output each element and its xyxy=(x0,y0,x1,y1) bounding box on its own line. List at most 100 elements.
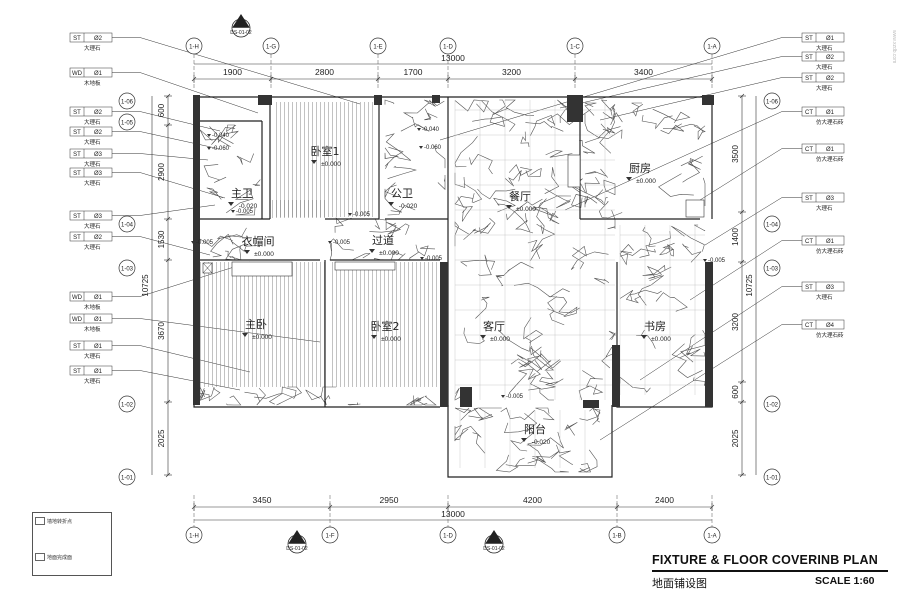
marble-vein xyxy=(203,164,227,183)
marble-vein xyxy=(454,424,463,442)
marble-vein xyxy=(530,375,559,390)
room-name: 卧室1 xyxy=(311,144,340,158)
marble-vein xyxy=(529,115,556,136)
marble-vein xyxy=(601,346,616,369)
material-desc: 木地板 xyxy=(84,303,101,311)
material-code: ST xyxy=(805,36,813,42)
marble-vein xyxy=(532,450,560,463)
marble-vein xyxy=(599,126,616,154)
marble-vein xyxy=(642,226,656,247)
marble-vein xyxy=(544,167,560,194)
dim-tick-slash xyxy=(739,399,745,405)
material-code: ST xyxy=(73,214,81,220)
marble-vein xyxy=(385,133,412,161)
material-code: CT xyxy=(805,239,813,245)
material-code: WD xyxy=(72,317,83,323)
level-marker-small xyxy=(348,213,352,216)
dimension-label: 3400 xyxy=(634,67,653,77)
marble-vein xyxy=(527,239,543,261)
level-marker xyxy=(228,202,234,206)
marble-vein xyxy=(528,387,554,401)
marble-vein xyxy=(571,194,598,208)
dimension-label: 1900 xyxy=(223,67,242,77)
marble-vein xyxy=(453,425,480,441)
material-tag-box xyxy=(69,231,113,242)
axis-bubble-left xyxy=(118,215,136,233)
level-marker xyxy=(521,438,527,442)
material-code: ST xyxy=(73,344,81,350)
title-block: FIXTURE & FLOOR COVERINB PLAN 地面铺设图 SCAL… xyxy=(652,553,890,593)
marble-vein xyxy=(578,384,604,401)
wall-solid xyxy=(432,95,440,103)
spot-level: -0.005 xyxy=(196,240,214,246)
marble-vein xyxy=(533,206,560,225)
marble-vein xyxy=(510,358,541,380)
marble-vein xyxy=(680,330,706,363)
marble-vein xyxy=(619,244,634,266)
marble-vein xyxy=(504,170,522,187)
room-level: -0.020 xyxy=(239,203,258,210)
axis-bubble-right xyxy=(763,259,781,277)
dimension-label: 2950 xyxy=(380,495,399,505)
room-name: 过道 xyxy=(372,233,394,247)
axis-bubble-right xyxy=(763,215,781,233)
material-code: ST xyxy=(73,130,81,136)
marble-vein xyxy=(515,456,539,467)
material-code: ST xyxy=(73,369,81,375)
material-desc: 大理石 xyxy=(84,377,101,385)
marble-vein xyxy=(503,262,534,276)
marble-vein xyxy=(495,275,505,287)
marble-vein xyxy=(655,292,688,312)
room-level: -0.020 xyxy=(399,203,418,210)
section-number: 01 xyxy=(491,538,497,544)
axis-bubble-bottom-label: 1-H xyxy=(189,534,199,540)
axis-bubble-right-label: 1-04 xyxy=(766,223,779,229)
marble-vein xyxy=(252,179,261,186)
material-code: ST xyxy=(805,196,813,202)
spot-level: -0.005 xyxy=(506,394,524,400)
marble-vein xyxy=(694,224,706,232)
axis-bubble-top-label: 1-A xyxy=(707,45,716,51)
wood-floor-strip xyxy=(270,200,325,218)
axis-bubble-left xyxy=(118,113,136,131)
dimension-label: 2400 xyxy=(655,495,674,505)
material-desc: 大理石 xyxy=(84,118,101,126)
marble-vein xyxy=(206,187,223,200)
wall-solid xyxy=(567,95,583,122)
dimension-label: 2025 xyxy=(157,429,166,447)
marble-vein xyxy=(374,218,396,231)
material-number: Ø1 xyxy=(826,147,835,153)
dimension-total: 13000 xyxy=(441,53,465,63)
marble-vein xyxy=(532,208,559,222)
spot-level: -0.060 xyxy=(424,145,442,151)
section-arrow xyxy=(485,530,503,544)
axis-bubble-left-label: 1-06 xyxy=(121,100,134,106)
section-arrow xyxy=(232,14,250,28)
material-number: Ø3 xyxy=(826,285,835,291)
room-level: -0.020 xyxy=(532,439,551,446)
room-name: 卧室2 xyxy=(371,319,400,333)
wall-solid xyxy=(193,95,200,405)
wall-solid xyxy=(583,400,599,408)
marble-vein xyxy=(548,296,580,314)
room-level: ±0.000 xyxy=(651,336,671,343)
material-number: Ø1 xyxy=(94,369,103,375)
wall-solid xyxy=(258,95,272,105)
room-name: 厨房 xyxy=(629,162,651,175)
material-tag-box xyxy=(801,72,845,83)
marble-vein xyxy=(687,155,703,170)
material-tag-box xyxy=(69,313,113,324)
marble-vein xyxy=(595,189,608,206)
marble-vein xyxy=(594,277,610,285)
room-name: 客厅 xyxy=(483,319,505,333)
marble-vein xyxy=(525,121,564,132)
axis-bubble-right xyxy=(763,92,781,110)
axis-bubble-bottom-label: 1-F xyxy=(326,534,335,540)
marble-vein xyxy=(671,225,705,252)
marble-vein xyxy=(225,245,242,261)
axis-bubble-right-label: 1-06 xyxy=(766,100,779,106)
marble-vein xyxy=(347,402,361,406)
marble-vein xyxy=(424,108,438,121)
material-desc: 大理石 xyxy=(84,44,101,52)
material-number: Ø2 xyxy=(826,76,835,82)
